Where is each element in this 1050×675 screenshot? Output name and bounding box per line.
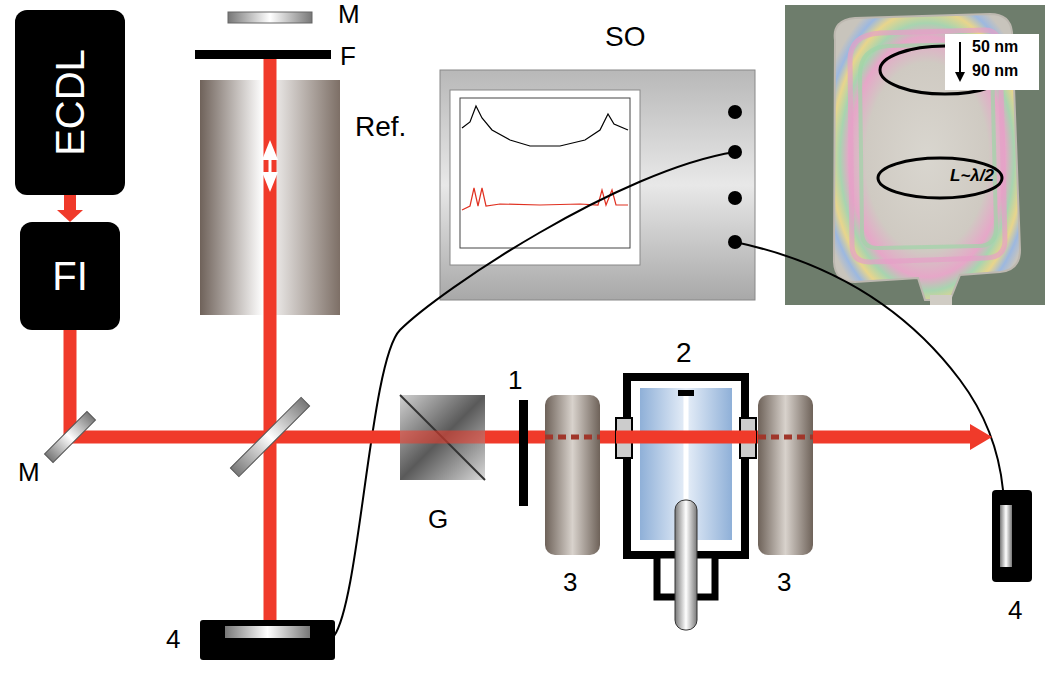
filter-label: F [340,42,356,71]
box-label: ECDL [47,49,92,156]
beam-arrow [57,195,83,222]
prism-label: G [428,505,448,534]
oscilloscope-label: SO [605,22,645,53]
callout-number: 3 [563,568,577,597]
isolator-box: FI [20,222,120,330]
mirror-label: M [338,0,360,29]
callout-number: 2 [676,338,692,369]
thickness-label: 50 nm [972,38,1018,56]
thickness-label: L~λ/2 [950,167,994,186]
box-label: FI [52,254,88,299]
callout-number: 4 [1008,596,1022,625]
callout-number: 1 [508,366,522,395]
callout-number: 4 [166,625,180,654]
mirror-label: M [18,458,40,487]
thickness-label: 90 nm [972,62,1018,80]
callout-number: 3 [777,568,791,597]
laser-box: ECDL [15,10,125,195]
reference-label: Ref. [355,112,406,143]
